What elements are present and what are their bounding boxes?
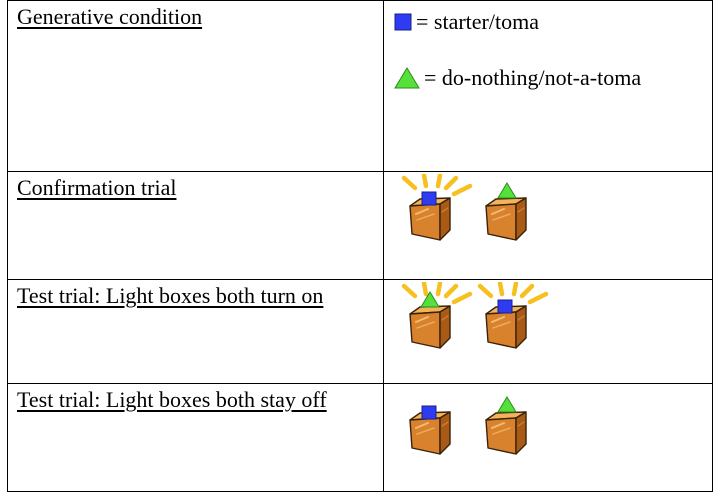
blue-square-icon	[421, 191, 437, 206]
green-triangle-icon	[394, 67, 420, 89]
blue-square-icon	[421, 405, 437, 420]
row-test-off-label-cell: Test trial: Light boxes both stay off	[8, 384, 384, 491]
legend-square-row: = starter/toma	[394, 9, 539, 35]
light-rays-icon	[480, 283, 546, 302]
test-on-scene-cell	[384, 280, 712, 384]
legend-triangle-row: = do-nothing/not-a-toma	[394, 65, 641, 91]
condition-table: Generative condition = starter/toma = do…	[7, 0, 713, 492]
row-generative-label-cell: Generative condition	[8, 1, 384, 172]
test-off-scene	[409, 396, 527, 455]
light-box-icon	[485, 411, 527, 455]
row-label-test-on: Test trial: Light boxes both turn on	[17, 283, 324, 308]
light-rays-icon	[404, 175, 470, 194]
confirmation-scene	[394, 174, 527, 241]
legend-cell: = starter/toma = do-nothing/not-a-toma	[384, 1, 712, 172]
light-box-icon	[409, 305, 451, 349]
row-label-generative: Generative condition	[17, 4, 203, 29]
row-label-confirmation: Confirmation trial	[17, 175, 177, 200]
blue-square-icon	[497, 299, 513, 314]
light-box-icon	[485, 197, 527, 241]
green-triangle-icon	[497, 182, 517, 199]
row-test-on-label-cell: Test trial: Light boxes both turn on	[8, 280, 384, 384]
confirmation-scene-cell	[384, 172, 712, 280]
legend-triangle-text: = do-nothing/not-a-toma	[424, 65, 642, 90]
light-rays-icon	[404, 283, 470, 302]
test-on-scene	[394, 282, 564, 349]
blue-square-icon	[394, 13, 412, 31]
green-triangle-icon	[420, 291, 440, 308]
test-off-scene-cell	[384, 384, 712, 491]
row-label-test-off: Test trial: Light boxes both stay off	[17, 387, 327, 412]
legend-square-text: = starter/toma	[416, 9, 539, 34]
row-confirmation-label-cell: Confirmation trial	[8, 172, 384, 280]
green-triangle-icon	[497, 396, 517, 413]
